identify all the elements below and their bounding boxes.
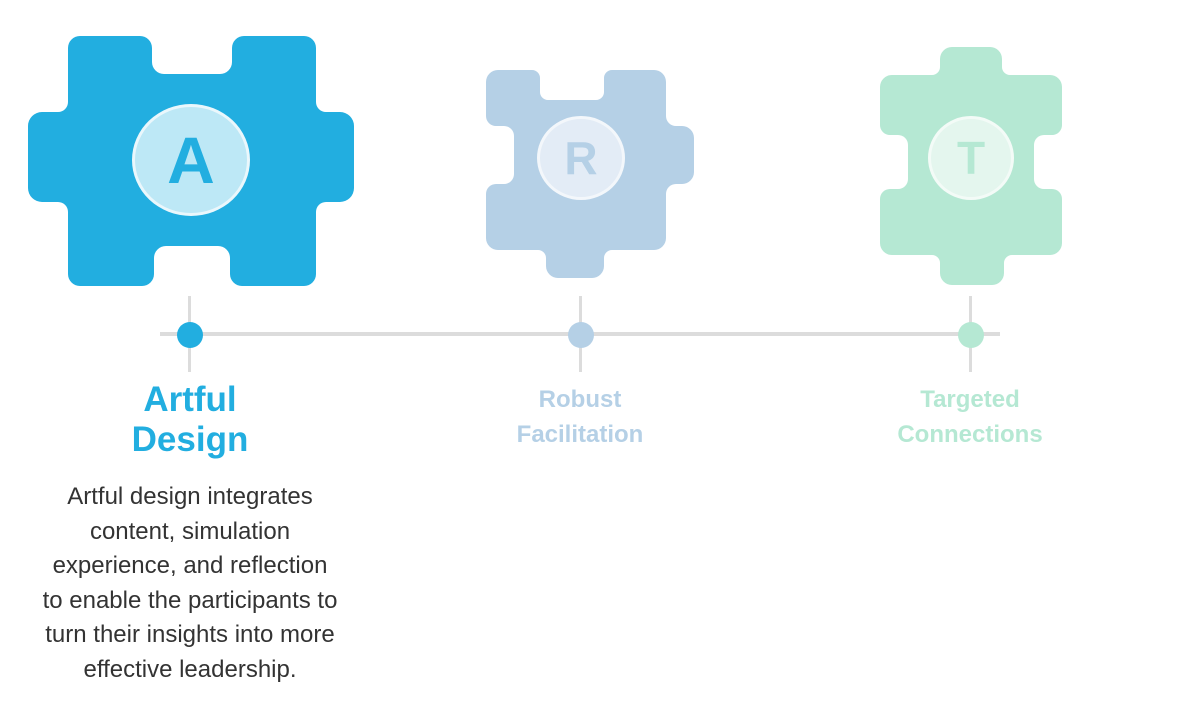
letter-r: R [564,132,598,184]
description-line: turn their insights into more [45,621,335,648]
timeline-dot-r [568,322,594,348]
puzzle-piece-a: A [28,36,354,286]
letter-t: T [956,132,986,184]
step-title-line: Robust [538,386,622,413]
timeline-dot-t [958,322,984,348]
step-title-targeted-connections: Targeted Connections [870,382,1070,452]
step-title-robust-facilitation: Robust Facilitation [480,382,680,452]
step-title-line: Design [131,420,249,459]
step-title-artful-design: Artful Design [90,380,290,460]
step-title-line: Targeted [920,386,1020,413]
letter-a: A [167,123,215,197]
letter-circle-a: A [132,104,250,216]
description-line: content, simulation [89,517,291,545]
letter-circle-t: T [928,116,1014,200]
step-title-line: Connections [897,421,1043,448]
timeline-dot-a [177,322,203,348]
description-line: effective leadership. [83,655,297,683]
step-description-artful-design: Artful design integrates content, simula… [10,480,370,687]
letter-circle-r: R [537,116,625,200]
description-line: experience, and reflection [52,552,328,579]
description-line: Artful design integrates [67,483,313,510]
puzzle-piece-t: T [880,47,1062,285]
step-title-line: Artful [143,380,237,419]
description-line: to enable the participants to [42,586,338,614]
step-title-line: Facilitation [516,421,644,448]
puzzle-piece-r: R [486,70,694,278]
